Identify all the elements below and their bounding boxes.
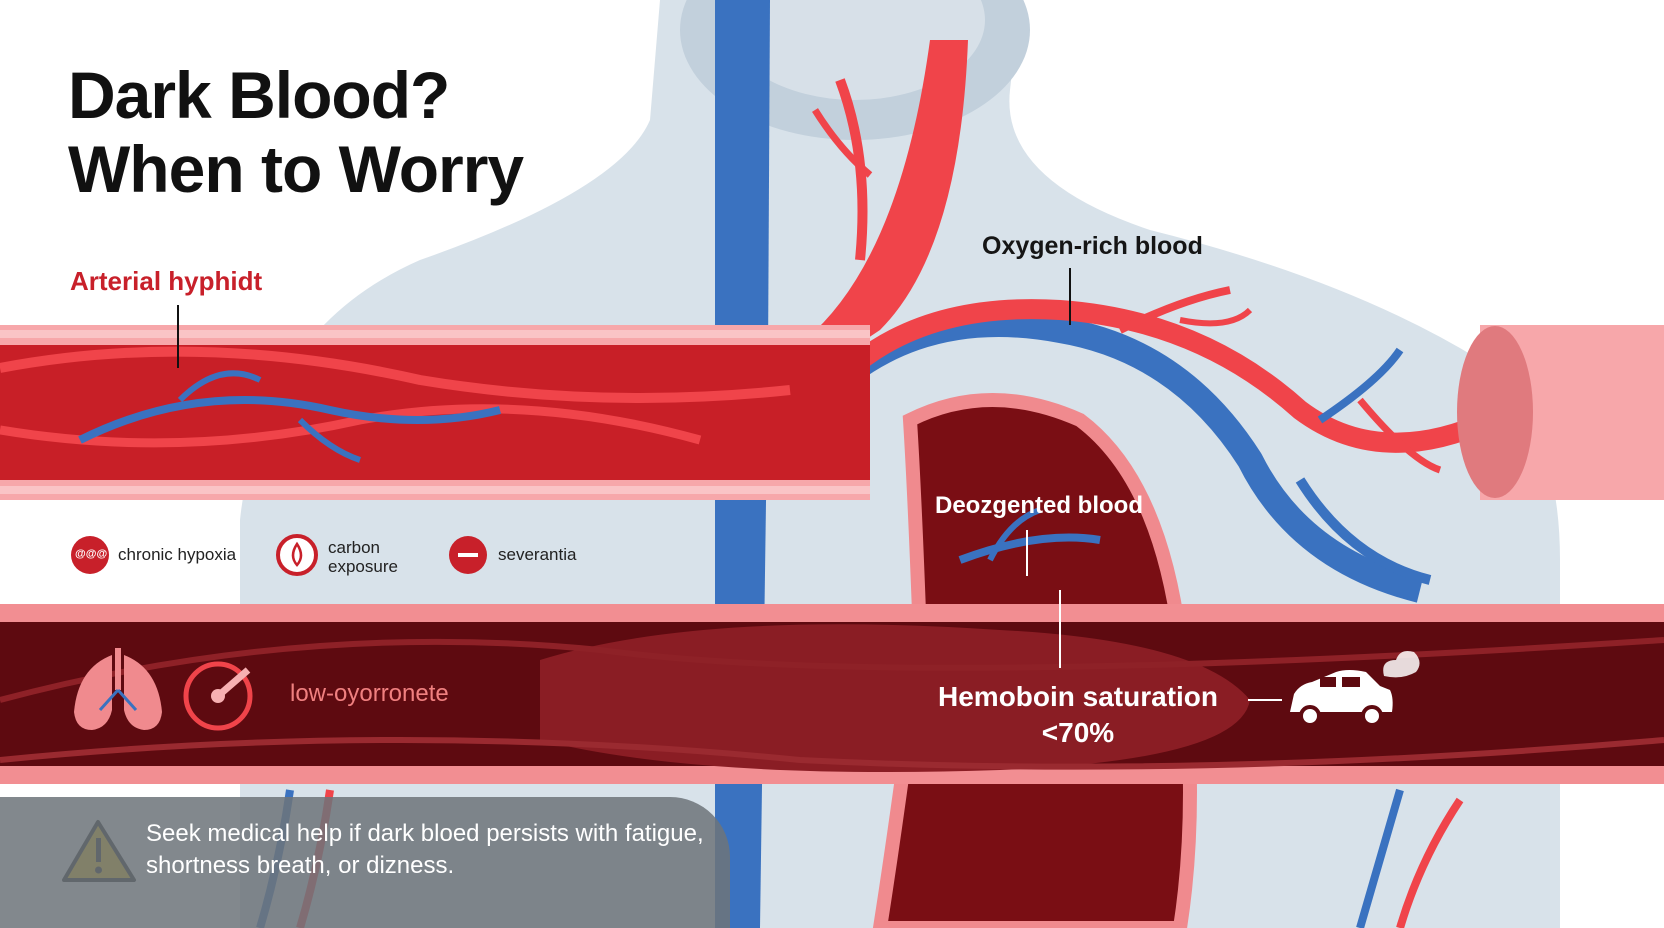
legend-text-chronic-hypoxia: chronic hypoxia	[118, 545, 237, 564]
label-oxygen-rich: Oxygen-rich blood	[982, 232, 1203, 260]
warning-text: Seek medical help if dark bloed persists…	[146, 820, 704, 879]
page-title: Dark Blood? When to Worry	[68, 58, 524, 206]
vein-branch-top	[78, 396, 501, 444]
legend-text-severantia: severantia	[498, 545, 577, 564]
legend-badge: @@@	[75, 548, 108, 560]
carotid-artery	[805, 40, 968, 370]
label-deoxygenated: Deozgented blood	[935, 492, 1143, 519]
label-low-oxygen: low-oyorronete	[290, 680, 449, 707]
title-line-2: When to Worry	[68, 132, 524, 206]
subclavian-artery	[812, 299, 1495, 453]
hemoglobin-line-2: <70%	[1041, 717, 1115, 748]
hemoglobin-line-1: Hemoboin saturation	[938, 681, 1219, 712]
drop-icon	[276, 534, 318, 576]
car-exhaust-icon	[1290, 651, 1420, 727]
warning-box	[0, 797, 730, 928]
legend-text-carbon-exposure: carbon exposure	[328, 538, 398, 576]
legend-carbon-line-1: carbon	[328, 538, 380, 557]
label-arterial: Arterial hyphidt	[70, 266, 263, 296]
legend-carbon-line-2: exposure	[328, 557, 398, 576]
label-hemoglobin: Hemoboin saturation <70%	[938, 679, 1218, 751]
blood-cell-icon	[71, 536, 109, 574]
title-line-1: Dark Blood?	[68, 58, 450, 132]
lungs-icon	[74, 648, 162, 730]
gauge-icon	[183, 661, 253, 731]
